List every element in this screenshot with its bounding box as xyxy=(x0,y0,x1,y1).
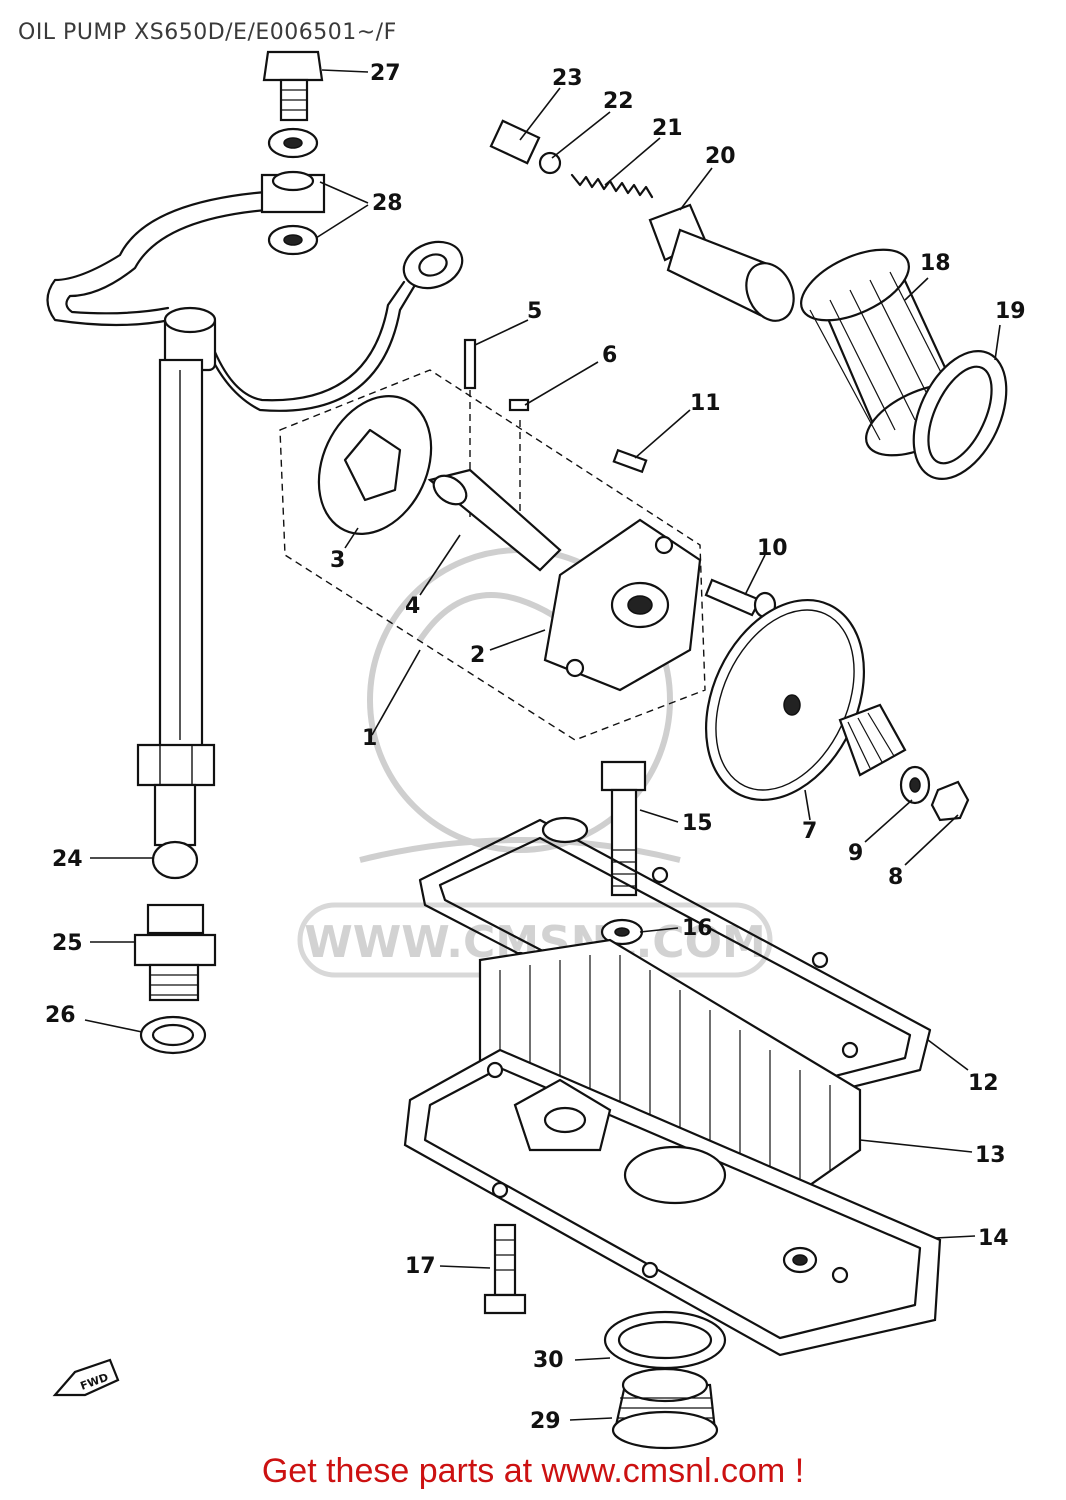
callout-23: 23 xyxy=(552,66,583,91)
drain-plug-assembly xyxy=(603,1310,727,1450)
oil-pipe-assembly xyxy=(46,188,464,1055)
callout-28: 28 xyxy=(372,191,403,216)
callout-2: 2 xyxy=(470,643,485,668)
callout-20: 20 xyxy=(705,144,736,169)
callout-27: 27 xyxy=(370,61,401,86)
oil-filter-assembly xyxy=(800,248,1008,481)
callout-11: 11 xyxy=(690,391,721,416)
callout-26: 26 xyxy=(45,1003,76,1028)
callout-22: 22 xyxy=(603,89,634,114)
callout-19: 19 xyxy=(995,299,1026,324)
callout-24: 24 xyxy=(52,847,83,872)
pump-drive-gear xyxy=(704,598,970,822)
union-bolt-assembly xyxy=(260,50,326,256)
watermark-logo: WWW.CMSNL.COM xyxy=(297,547,773,978)
callout-9: 9 xyxy=(848,841,863,866)
cover-bolt xyxy=(483,1223,527,1315)
callout-21: 21 xyxy=(652,116,683,141)
callout-15: 15 xyxy=(682,811,713,836)
callout-30: 30 xyxy=(533,1348,564,1373)
callout-29: 29 xyxy=(530,1409,561,1434)
callout-4: 4 xyxy=(405,594,420,619)
strainer-cover xyxy=(403,1048,942,1357)
callout-25: 25 xyxy=(52,931,83,956)
callout-6: 6 xyxy=(602,343,617,368)
strainer-gasket xyxy=(418,816,932,1102)
oil-pump-group xyxy=(279,338,777,741)
callout-17: 17 xyxy=(405,1254,436,1279)
callout-12: 12 xyxy=(968,1071,999,1096)
callout-18: 18 xyxy=(920,251,951,276)
callout-8: 8 xyxy=(888,865,903,890)
callout-10: 10 xyxy=(757,536,788,561)
callout-5: 5 xyxy=(527,299,542,324)
callout-1: 1 xyxy=(362,726,377,751)
forward-arrow-icon: FWD xyxy=(52,1358,120,1397)
callout-16: 16 xyxy=(682,916,713,941)
callout-14: 14 xyxy=(978,1226,1009,1251)
callout-13: 13 xyxy=(975,1143,1006,1168)
page-title: OIL PUMP XS650D/E/E006501~/F xyxy=(18,20,397,45)
leader-lines xyxy=(84,69,1001,1421)
callout-labels: 27 28 23 22 21 20 18 19 5 6 11 10 3 4 2 … xyxy=(45,61,1026,1434)
footer-link[interactable]: Get these parts at www.cmsnl.com ! xyxy=(261,1452,805,1490)
callout-7: 7 xyxy=(802,819,817,844)
callout-3: 3 xyxy=(330,548,345,573)
relief-valve-assembly xyxy=(489,119,795,322)
